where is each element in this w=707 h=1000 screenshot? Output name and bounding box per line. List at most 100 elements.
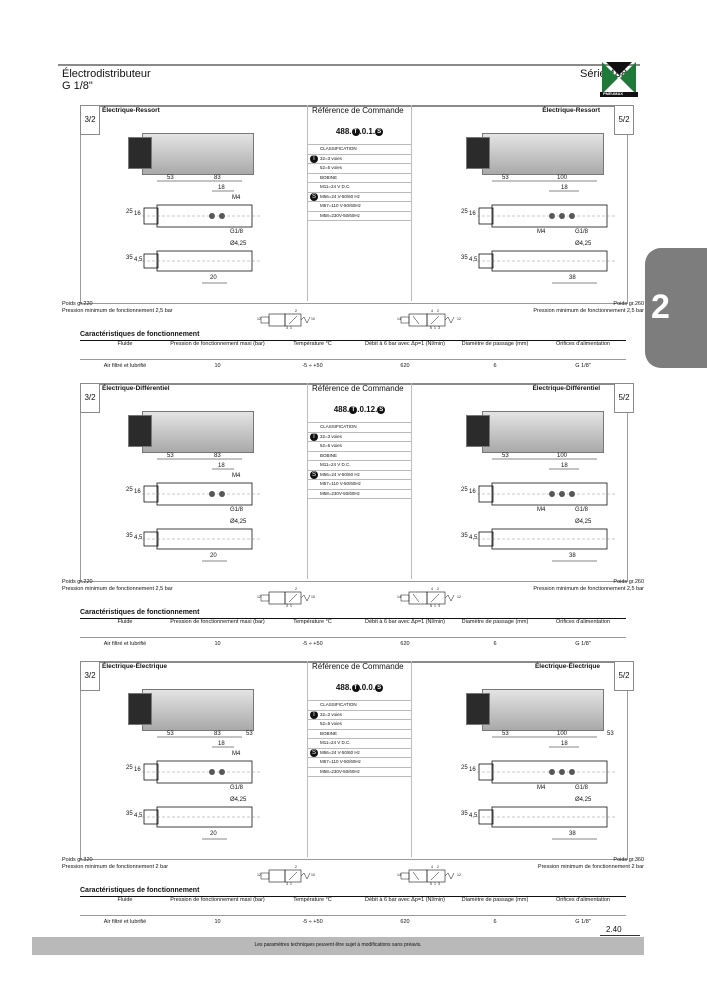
option-row: M57=110 V-50/60Hz — [308, 479, 411, 489]
dim-h2: 16 — [134, 489, 141, 495]
valve-symbol-3-2: 12 10 2 1 3 — [257, 587, 317, 609]
dim-e: 38 — [569, 553, 576, 559]
dim-h1: 25 — [461, 209, 468, 215]
left-way-box: 3/2 — [80, 383, 100, 413]
spec-value-flow: 620 — [400, 919, 410, 925]
right-way-box: 5/2 — [614, 105, 634, 135]
left-notes: Poids gr.220 Pression minimum de fonctio… — [62, 579, 173, 593]
dim-b: 83 — [214, 175, 221, 181]
valve-photo-right — [482, 411, 604, 453]
left-notes: Poids gr.220 Pression minimum de fonctio… — [62, 301, 173, 315]
option-m11: M11=24 V D.C. — [320, 184, 351, 189]
port-4: 4 — [431, 309, 433, 313]
order-reference-panel: Référence de Commande 488.T.0.1.S CLASSI… — [307, 105, 412, 301]
dim-h1: 25 — [126, 765, 133, 771]
spec-header-fluid: Fluide — [117, 619, 133, 625]
specs-rule — [80, 340, 626, 341]
bobine-label: BOBINE — [320, 174, 338, 180]
dimension-drawing-left: 53 83 18 M4 25 16 G1/8 Ø4,25 35 4,5 20 — [122, 175, 302, 295]
option-row: M11=24 V D.C. — [308, 182, 411, 192]
dim-b: 100 — [557, 731, 568, 737]
port-3: 3 — [286, 882, 288, 886]
coil-circle-icon: S — [310, 192, 318, 201]
left-actuation-label: Électrique-Électrique — [102, 663, 168, 670]
port-3: 3 — [438, 604, 440, 608]
port-1: 1 — [290, 882, 292, 886]
left-actuation-label: Électrique-Ressort — [102, 107, 160, 114]
dim-g: G1/8 — [575, 785, 589, 791]
option-row: 52=5 voies — [308, 719, 411, 729]
option-row: BOBINE — [308, 450, 411, 461]
spec-header-pressure: Pression de fonctionnement maxi (bar) — [170, 619, 265, 625]
type-circle-icon: T — [310, 710, 318, 719]
dim-m4: M4 — [537, 785, 546, 791]
port-10: 10 — [311, 873, 315, 877]
specs-rule — [80, 618, 626, 619]
code-prefix: 488. — [335, 127, 352, 136]
dim-d: Ø4,25 — [230, 241, 247, 247]
spec-header-fluid: Fluide — [117, 341, 133, 347]
spec-value-flow: 620 — [400, 641, 410, 647]
coil-circle-icon: S — [377, 405, 386, 414]
dim-h3: 35 — [126, 533, 133, 539]
specs-rule — [80, 896, 626, 897]
dim-f: 53 — [607, 731, 614, 737]
right-weight: Poids gr.260 — [613, 301, 644, 307]
right-actuation-label: Électrique-Ressort — [542, 107, 600, 114]
type-circle-icon: T — [310, 432, 318, 441]
option-32: 32=3 voies — [320, 433, 342, 439]
dim-d: Ø4,25 — [575, 797, 592, 803]
order-reference-title: Référence de Commande — [312, 384, 404, 393]
option-row: M58=230V-50/60Hz — [308, 766, 411, 777]
dimension-drawing-right: 53 100 18 M4 25 16 G1/8 Ø4,25 35 4,5 38 — [457, 175, 637, 295]
option-row: BOBINE — [308, 728, 411, 739]
valve-symbol-5-2: 14 12 4 2 5 1 3 — [397, 587, 463, 609]
dim-m4: M4 — [232, 751, 241, 757]
dim-b: 100 — [557, 175, 568, 181]
dim-h2: 16 — [134, 211, 141, 217]
coil-photo-right — [466, 693, 490, 725]
valve-photo-right — [482, 133, 604, 175]
dim-m4: M4 — [537, 229, 546, 235]
type-circle-icon: T — [349, 405, 358, 414]
spec-value-fluid: Air filtré et lubrifié — [103, 919, 147, 925]
coil-photo-left — [128, 137, 152, 169]
specs-title: Caractéristiques de fonctionnement — [80, 331, 200, 338]
port-2: 2 — [295, 309, 297, 313]
port-5: 5 — [430, 326, 432, 330]
right-way-box: 5/2 — [614, 661, 634, 691]
valve-photo-left — [142, 411, 254, 453]
port-2: 2 — [437, 865, 439, 869]
left-weight: Poids gr.320 — [62, 857, 93, 863]
dim-g: G1/8 — [230, 785, 244, 791]
port-1: 1 — [434, 604, 436, 608]
dim-g: G1/8 — [575, 507, 589, 513]
spec-header-temperature: Température °C — [293, 897, 332, 903]
dim-m4: M4 — [537, 507, 546, 513]
page-number: 2.40 — [606, 925, 622, 934]
valve-symbol-3-2: 12 10 2 1 3 — [257, 865, 317, 887]
port-1: 1 — [434, 326, 436, 330]
option-row: M57=110 V-50/60Hz — [308, 201, 411, 211]
dimension-drawing-right: 53 100 18 M4 25 16 G1/8 Ø4,25 35 4,5 38 … — [457, 731, 637, 851]
right-actuation-label: Électrique-Électrique — [534, 663, 600, 670]
product-section: 3/2 5/2 Électrique-Différentiel Électriq… — [62, 383, 644, 655]
dim-h4: 4,5 — [134, 257, 143, 263]
option-m11: M11=24 V D.C. — [320, 740, 351, 745]
port-14: 14 — [397, 317, 401, 321]
spec-header-temperature: Température °C — [293, 341, 332, 347]
port-3: 3 — [438, 326, 440, 330]
port-3: 3 — [286, 326, 288, 330]
spec-header-pressure: Pression de fonctionnement maxi (bar) — [170, 341, 265, 347]
page-title: Électrodistributeur G 1/8" — [62, 68, 151, 92]
left-min-pressure: Pression minimum de fonctionnement 2,5 b… — [62, 308, 173, 314]
bobine-label: BOBINE — [320, 452, 338, 458]
header-rule — [58, 64, 640, 66]
type-circle-icon: T — [310, 154, 318, 163]
section-frame — [80, 383, 628, 582]
port-2: 2 — [437, 587, 439, 591]
footer-bar — [32, 937, 644, 955]
port-3: 3 — [438, 882, 440, 886]
